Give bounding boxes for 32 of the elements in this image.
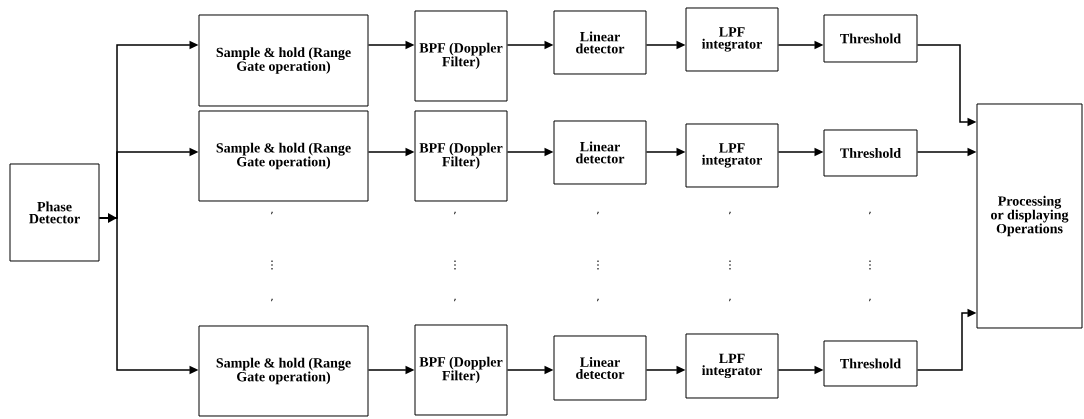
block-box: Threshold: [823, 129, 918, 177]
block-box: Linear detector: [553, 10, 647, 75]
ellipsis-mark: ⋮: [271, 260, 273, 270]
block-box: BPF (Doppler Filter): [414, 110, 508, 202]
ellipsis-mark: ⋮: [729, 260, 731, 270]
ellipsis-mark: ,: [271, 211, 273, 215]
ellipsis-mark: ,: [729, 211, 731, 215]
block-box: LPF integrator: [685, 333, 779, 399]
ellipsis-mark: ,: [597, 298, 599, 302]
block-box: Phase Detector: [9, 163, 100, 262]
block-box: LPF integrator: [685, 123, 779, 188]
ellipsis-mark: ,: [729, 298, 731, 302]
ellipsis-mark: ,: [454, 298, 456, 302]
block-box: Sample & hold (Range Gate operation): [198, 14, 369, 107]
block-box: Linear detector: [553, 120, 647, 185]
ellipsis-mark: ,: [869, 211, 871, 215]
block-box: LPF integrator: [685, 7, 779, 72]
block-box: Sample & hold (Range Gate operation): [198, 325, 369, 417]
block-box: Linear detector: [553, 335, 647, 401]
ellipsis-mark: ,: [597, 211, 599, 215]
ellipsis-mark: ⋮: [869, 260, 871, 270]
ellipsis-mark: ,: [271, 298, 273, 302]
block-box: BPF (Doppler Filter): [414, 324, 508, 416]
block-box: Sample & hold (Range Gate operation): [198, 110, 369, 202]
block-box: Threshold: [823, 340, 918, 387]
ellipsis-mark: ,: [454, 211, 456, 215]
ellipsis-mark: ⋮: [597, 260, 599, 270]
block-box: BPF (Doppler Filter): [414, 10, 508, 102]
block-box: Threshold: [823, 14, 918, 63]
ellipsis-mark: ⋮: [454, 260, 456, 270]
block-box: Processing or displaying Operations: [976, 103, 1083, 329]
ellipsis-mark: ,: [869, 298, 871, 302]
